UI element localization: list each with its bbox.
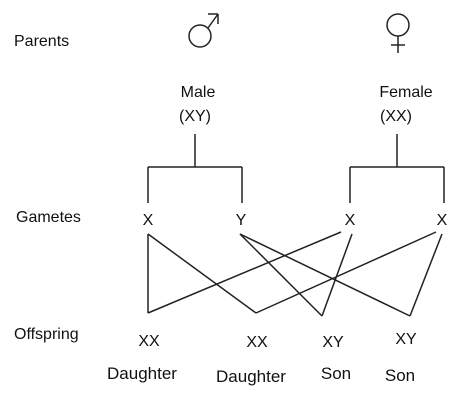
female-gamete-x-2: X bbox=[437, 212, 448, 229]
offspring-genotype-3: XY bbox=[322, 334, 344, 351]
offspring-genotype-4: XY bbox=[395, 331, 417, 348]
row-label-offspring: Offspring bbox=[14, 326, 79, 343]
offspring-sex-3: Son bbox=[321, 364, 351, 383]
offspring-sex-1: Daughter bbox=[107, 364, 177, 383]
cross-line-female-x2-to-son-2 bbox=[409, 233, 443, 317]
male-symbol-icon bbox=[188, 13, 219, 48]
male-gamete-y: Y bbox=[236, 212, 247, 229]
offspring-sex-2: Daughter bbox=[216, 367, 286, 386]
offspring-genotype-2: XX bbox=[246, 334, 268, 351]
female-gamete-x-1: X bbox=[345, 212, 356, 229]
male-gamete-bracket bbox=[147, 134, 243, 203]
female-symbol-icon bbox=[386, 13, 410, 53]
male-parent-genotype: (XY) bbox=[179, 108, 211, 125]
female-parent-genotype: (XX) bbox=[380, 108, 412, 125]
female-parent-label: Female bbox=[379, 84, 432, 101]
female-gamete-bracket bbox=[349, 134, 445, 203]
cross-line-female-x2-to-daughter-2 bbox=[255, 231, 437, 314]
male-gamete-x: X bbox=[143, 212, 154, 229]
offspring-sex-4: Son bbox=[385, 366, 415, 385]
offspring-genotype-1: XX bbox=[138, 333, 160, 350]
cross-line-male-y-to-son-2 bbox=[239, 233, 411, 317]
row-label-gametes: Gametes bbox=[16, 209, 81, 226]
male-parent-label: Male bbox=[181, 84, 216, 101]
cross-line-female-x1-to-son-1 bbox=[321, 233, 353, 317]
cross-line-female-x1-to-daughter-1 bbox=[147, 231, 342, 314]
row-label-parents: Parents bbox=[14, 33, 69, 50]
cross-line-male-x-to-daughter-2 bbox=[147, 233, 257, 314]
cross-line-male-y-to-son-1 bbox=[239, 233, 323, 317]
cross-lines bbox=[147, 231, 443, 317]
